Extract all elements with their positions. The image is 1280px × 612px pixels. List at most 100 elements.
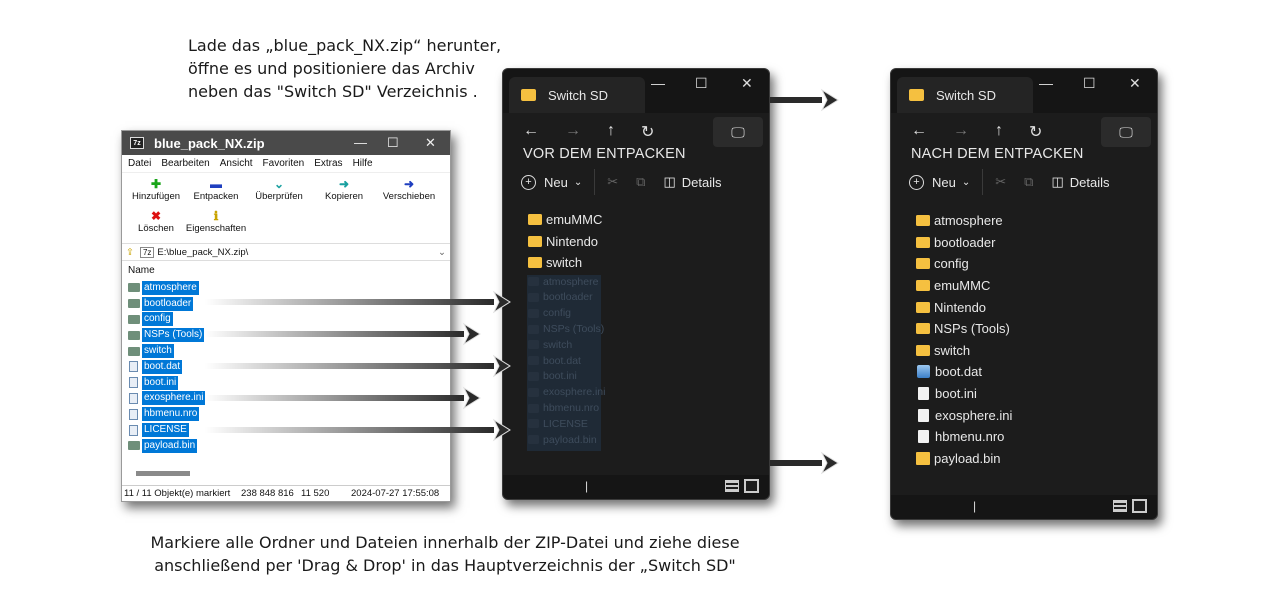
new-button[interactable]: Neu xyxy=(932,174,956,190)
status-date: 2024-07-27 17:55:08 xyxy=(351,488,440,499)
up-arrow-icon[interactable]: ↑ xyxy=(607,122,615,139)
tiles-view-icon[interactable] xyxy=(744,479,759,493)
list-item[interactable]: config xyxy=(916,253,1136,275)
list-item[interactable]: NSPs (Tools) xyxy=(126,327,446,343)
menu-hilfe[interactable]: Hilfe xyxy=(352,158,373,169)
tab-switch-sd[interactable]: Switch SD xyxy=(897,77,1033,113)
tab-switch-sd[interactable]: Switch SD xyxy=(509,77,645,113)
forward-arrow-icon[interactable]: → xyxy=(953,122,969,139)
list-item[interactable]: switch xyxy=(916,340,1136,362)
details-button[interactable]: Details xyxy=(681,174,722,190)
details-pane-icon[interactable]: ◫ xyxy=(663,174,676,189)
item-name: hbmenu.nro xyxy=(142,407,200,422)
list-item[interactable]: NSPs (Tools) xyxy=(916,318,1136,340)
list-item[interactable]: exosphere.ini xyxy=(126,391,446,407)
list-item[interactable]: boot.ini xyxy=(916,383,1136,405)
list-item[interactable]: exosphere.ini xyxy=(916,404,1136,426)
refresh-icon[interactable]: ↻ xyxy=(641,124,655,141)
details-button[interactable]: Details xyxy=(1069,174,1110,190)
text-cursor-icon: | xyxy=(973,499,977,513)
list-item[interactable]: payload.bin xyxy=(126,438,446,454)
item-name: config xyxy=(934,256,969,272)
monitor-icon[interactable]: 🖵 xyxy=(1101,117,1151,147)
copy-label: Kopieren xyxy=(324,191,364,202)
menu-bearbeiten[interactable]: Bearbeiten xyxy=(161,158,210,169)
item-name: exosphere.ini xyxy=(142,391,206,406)
navigation-bar: ← → ↑ ↻ 🖵 xyxy=(911,117,1151,147)
cut-icon[interactable]: ✂ xyxy=(995,174,1007,189)
list-item[interactable]: Nintendo xyxy=(916,296,1136,318)
copy-icon[interactable]: ⧉ xyxy=(1024,174,1034,189)
maximize-icon[interactable]: ☐ xyxy=(1083,75,1096,91)
list-item[interactable]: hbmenu.nro xyxy=(916,426,1136,448)
list-item[interactable]: boot.dat xyxy=(126,359,446,375)
close-icon[interactable]: ✕ xyxy=(425,135,436,150)
details-view-icon[interactable] xyxy=(1113,500,1127,512)
zip-horizontal-scrollbar[interactable] xyxy=(136,471,190,476)
list-item[interactable]: atmosphere xyxy=(916,210,1136,232)
test-button[interactable]: ⌄Überprüfen xyxy=(246,177,312,207)
item-name: NSPs (Tools) xyxy=(142,328,205,343)
folder-icon xyxy=(916,344,930,356)
list-item[interactable]: emuMMC xyxy=(528,209,748,231)
minimize-icon[interactable]: — xyxy=(1039,75,1053,91)
maximize-icon[interactable]: ☐ xyxy=(387,135,399,150)
column-header-name[interactable]: Name xyxy=(128,265,155,276)
list-item[interactable]: hbmenu.nro xyxy=(126,406,446,422)
cut-icon[interactable]: ✂ xyxy=(607,174,619,189)
extract-button[interactable]: ▬Entpacken xyxy=(186,177,246,207)
close-icon[interactable]: ✕ xyxy=(741,75,753,91)
list-item[interactable]: bootloader xyxy=(916,232,1136,254)
drag-preview-item: LICENSE xyxy=(528,416,748,432)
up-arrow-icon[interactable]: ↑ xyxy=(995,122,1003,139)
drag-preview-item: boot.ini xyxy=(528,369,748,385)
minimize-icon[interactable]: — xyxy=(354,135,367,150)
maximize-icon[interactable]: ☐ xyxy=(695,75,708,91)
tiles-view-icon[interactable] xyxy=(1132,499,1147,513)
chevron-down-icon[interactable]: ⌄ xyxy=(573,176,583,188)
delete-button[interactable]: ✖Löschen xyxy=(126,209,186,239)
item-name: boot.ini xyxy=(935,386,977,402)
copy-button[interactable]: ➜Kopieren xyxy=(312,177,376,207)
forward-arrow-icon[interactable]: → xyxy=(565,122,581,139)
monitor-icon[interactable]: 🖵 xyxy=(713,117,763,147)
list-item[interactable]: atmosphere xyxy=(126,280,446,296)
list-item[interactable]: bootloader xyxy=(126,296,446,312)
zip-toolbar: ✚Hinzufügen ▬Entpacken ⌄Überprüfen ➜Kopi… xyxy=(122,173,450,239)
drag-preview-item: bootloader xyxy=(528,290,748,306)
list-item[interactable]: boot.dat xyxy=(916,361,1136,383)
tab-strip: Switch SD — ☐ ✕ xyxy=(503,69,769,113)
list-item[interactable]: config xyxy=(126,312,446,328)
add-button[interactable]: ✚Hinzufügen xyxy=(126,177,186,207)
list-item[interactable]: boot.ini xyxy=(126,375,446,391)
chevron-down-icon[interactable]: ⌄ xyxy=(438,246,446,258)
back-arrow-icon[interactable]: ← xyxy=(911,122,927,139)
menu-favoriten[interactable]: Favoriten xyxy=(262,158,305,169)
list-item[interactable]: emuMMC xyxy=(916,275,1136,297)
folder-icon xyxy=(128,283,140,293)
back-arrow-icon[interactable]: ← xyxy=(523,122,539,139)
list-item[interactable]: LICENSE xyxy=(126,422,446,438)
archive-type-icon: 7z xyxy=(139,246,155,258)
list-item[interactable]: switch xyxy=(528,252,748,274)
menu-extras[interactable]: Extras xyxy=(314,158,343,169)
details-view-icon[interactable] xyxy=(725,480,739,492)
up-folder-icon[interactable]: ⇪ xyxy=(126,246,134,258)
list-item[interactable]: switch xyxy=(126,343,446,359)
move-button[interactable]: ➜Verschieben xyxy=(376,177,442,207)
copy-icon[interactable]: ⧉ xyxy=(636,174,646,189)
minimize-icon[interactable]: — xyxy=(651,75,665,91)
zip-addressbar[interactable]: ⇪ 7z E:\blue_pack_NX.zip\ ⌄ xyxy=(122,243,450,261)
close-icon[interactable]: ✕ xyxy=(1129,75,1141,91)
menu-ansicht[interactable]: Ansicht xyxy=(219,158,253,169)
menu-datei[interactable]: Datei xyxy=(128,158,152,169)
refresh-icon[interactable]: ↻ xyxy=(1029,124,1043,141)
list-item[interactable]: Nintendo xyxy=(528,231,748,253)
list-item[interactable]: payload.bin xyxy=(916,448,1136,470)
details-pane-icon[interactable]: ◫ xyxy=(1051,174,1064,189)
chevron-down-icon[interactable]: ⌄ xyxy=(961,176,971,188)
new-button[interactable]: Neu xyxy=(544,174,568,190)
dat-file-icon xyxy=(917,365,930,379)
explorer-window-after: Switch SD — ☐ ✕ ← → ↑ ↻ 🖵 NACH DEM ENTPA… xyxy=(890,68,1158,520)
